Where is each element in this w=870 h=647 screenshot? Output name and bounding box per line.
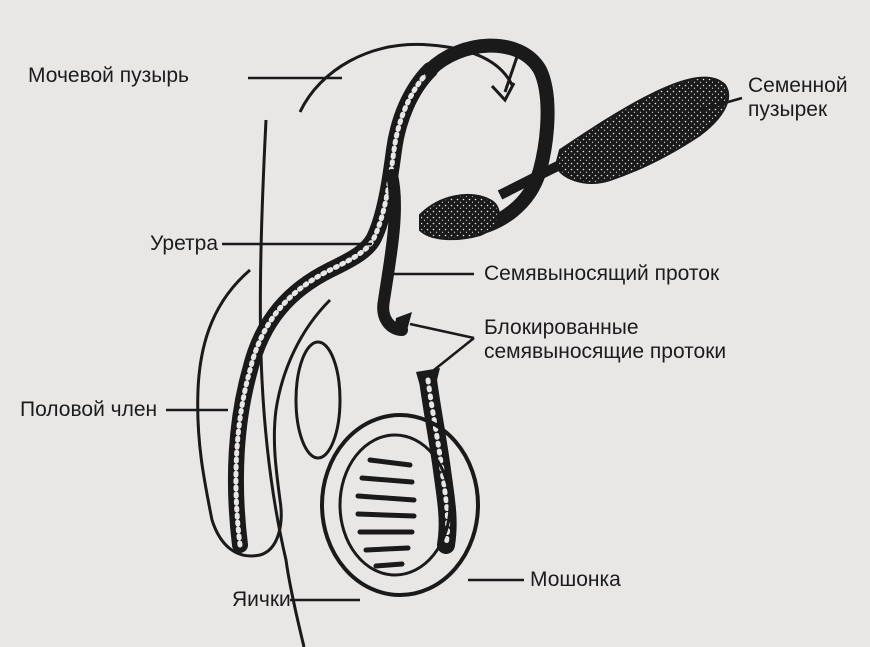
label-bladder: Мочевой пузырь [28, 64, 189, 88]
seminal-vesicle-shape [556, 78, 728, 183]
label-scrotum: Мошонка [530, 568, 621, 592]
left-oval [296, 342, 340, 458]
label-urethra: Уретра [150, 232, 218, 256]
testis [340, 435, 450, 575]
label-blocked-ducts: Блокированные семявыносящие протоки [484, 316, 726, 364]
label-vas-deferens: Семявыносящий проток [484, 262, 719, 286]
label-seminal-vesicle: Семенной пузырек [748, 74, 848, 122]
bladder-base [420, 195, 499, 239]
label-penis: Половой член [20, 398, 157, 422]
blocked-duct-upper [394, 312, 412, 334]
label-testes: Яички [232, 588, 291, 612]
